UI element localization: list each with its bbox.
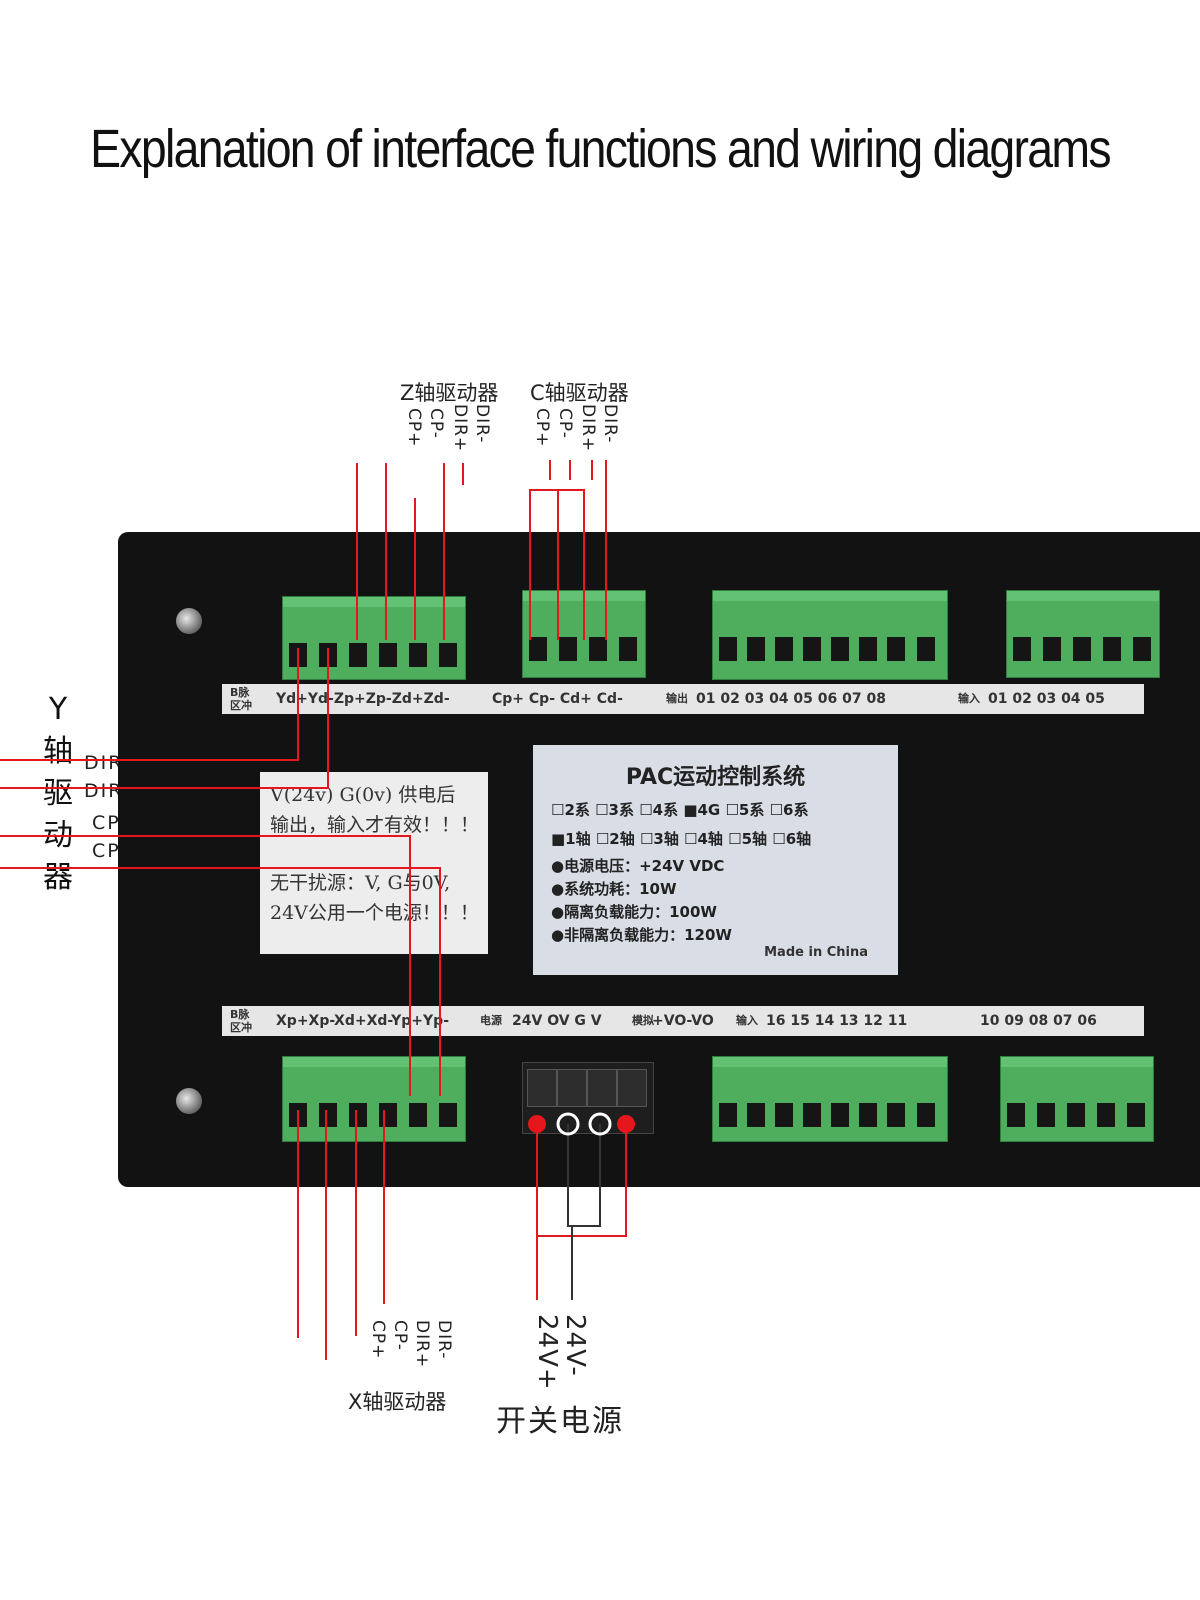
power-pin-24v-plus: 24V+ xyxy=(532,1314,562,1391)
x-pin-dir-minus: DIR- xyxy=(434,1320,454,1360)
power-wires xyxy=(536,1124,627,1300)
power-minus-terminal-ring-2 xyxy=(588,1112,612,1136)
power-minus-terminal-ring xyxy=(556,1112,580,1136)
x-pin-dir-plus: DIR+ xyxy=(412,1320,432,1369)
terminal-block-inputs-right xyxy=(1000,1056,1154,1142)
x-pin-cp-minus: CP- xyxy=(390,1320,410,1351)
y-driver-char-1: Y xyxy=(48,692,68,727)
y-driver-char-3: 驱 xyxy=(43,776,73,811)
terminal-block-yz xyxy=(282,596,466,680)
page-title: Explanation of interface functions and w… xyxy=(90,119,1111,179)
bottom-label-strip: B脉 区冲 Xp+Xp-Xd+Xd-Yp+Yp- 电源 24V OV G V 模… xyxy=(222,1006,1144,1036)
nameplate-series-row: ☐2系 ☐3系 ☐4系 ■4G ☐5系 ☐6系 xyxy=(551,801,809,819)
y-driver-char-2: 轴 xyxy=(43,734,73,769)
nameplate-spec-1: ●电源电压：+24V VDC xyxy=(551,857,725,875)
screw-top-icon xyxy=(176,608,202,634)
x-driver-label: X轴驱动器 xyxy=(348,1390,447,1414)
c-driver-label: C轴驱动器 xyxy=(530,381,629,405)
z-axis-wires xyxy=(356,463,464,640)
nameplate-title: PAC运动控制系统 xyxy=(625,765,806,790)
nameplate-spec-2: ●系统功耗：10W xyxy=(551,880,677,898)
screw-bottom-icon xyxy=(176,1088,202,1114)
c-axis-wires xyxy=(529,460,607,640)
y-axis-wires xyxy=(0,648,441,1096)
y-driver-char-5: 器 xyxy=(43,860,73,895)
x-pin-cp-plus: CP+ xyxy=(368,1320,388,1360)
x-axis-wires xyxy=(297,1110,385,1360)
top-label-strip: B脉 区冲 Yd+Yd-Zp+Zp-Zd+Zd- Cp+ Cp- Cd+ Cd-… xyxy=(222,684,1144,714)
nameplate-spec-3: ●隔离负载能力：100W xyxy=(551,903,717,921)
nameplate: PAC运动控制系统 ☐2系 ☐3系 ☐4系 ■4G ☐5系 ☐6系 ■1轴 ☐2… xyxy=(533,745,898,975)
power-plus-terminal-dot-2 xyxy=(617,1115,635,1133)
power-pin-24v-minus: 24V- xyxy=(560,1314,590,1377)
power-plus-terminal-dot xyxy=(528,1115,546,1133)
power-note-sticker: V(24v) G(0v) 供电后 输出，输入才有效！！！ 无干扰源：V, G与0… xyxy=(260,772,488,954)
power-supply-label: 开关电源 xyxy=(496,1404,624,1439)
nameplate-spec-4: ●非隔离负载能力：120W xyxy=(551,926,732,944)
terminal-block-inputs-top xyxy=(1006,590,1160,678)
terminal-block-inputs-mid xyxy=(712,1056,948,1142)
terminal-block-outputs xyxy=(712,590,948,680)
z-driver-label: Z轴驱动器 xyxy=(400,381,499,405)
terminal-block-xy xyxy=(282,1056,466,1142)
nameplate-made-in: Made in China xyxy=(764,945,868,960)
nameplate-axis-row: ■1轴 ☐2轴 ☐3轴 ☐4轴 ☐5轴 ☐6轴 xyxy=(551,830,812,848)
